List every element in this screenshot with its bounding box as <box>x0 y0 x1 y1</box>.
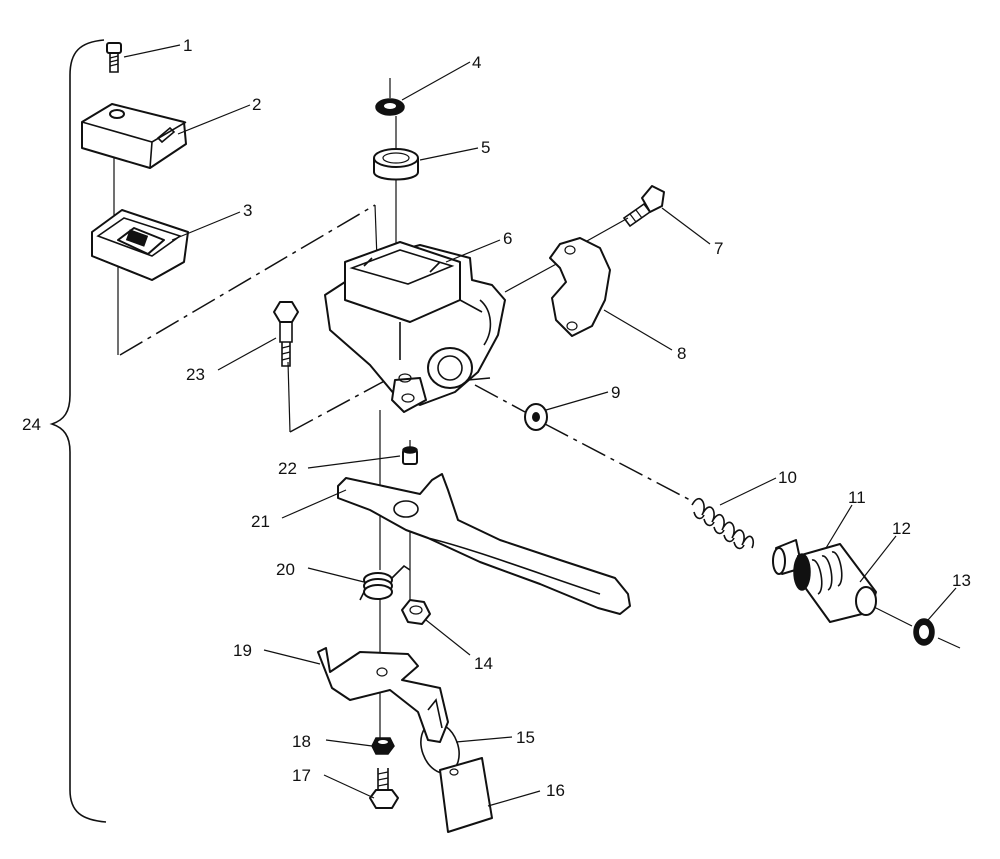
callout-12: 12 <box>892 519 911 538</box>
bolt-7 <box>622 185 665 228</box>
spring-10 <box>691 498 755 550</box>
brake-lever-21 <box>337 473 631 615</box>
bushing-22 <box>402 446 418 465</box>
nut-18 <box>371 737 395 755</box>
screw-1 <box>106 42 122 73</box>
assembly-brace <box>49 39 107 823</box>
washer-9 <box>524 403 548 431</box>
callout-15: 15 <box>516 728 535 747</box>
piston-11-12 <box>772 539 877 623</box>
callout-6: 6 <box>503 229 512 248</box>
callout-17: 17 <box>292 766 311 785</box>
callout-21: 21 <box>251 512 270 531</box>
bolt-17 <box>369 768 399 809</box>
callout-22: 22 <box>278 459 297 478</box>
seal-4 <box>375 98 405 116</box>
snap-ring-13 <box>913 618 935 646</box>
callout-3: 3 <box>243 201 252 220</box>
callout-16: 16 <box>546 781 565 800</box>
leader-lines <box>123 44 957 807</box>
master-cylinder-body-6 <box>324 241 506 413</box>
callout-2: 2 <box>252 95 261 114</box>
callout-8: 8 <box>677 344 686 363</box>
callout-14: 14 <box>474 654 493 673</box>
nut-14 <box>401 599 431 625</box>
tag-16 <box>439 757 493 833</box>
clamp-8 <box>549 237 611 337</box>
diaphragm-3 <box>91 209 189 281</box>
pivot-bolt-23 <box>273 301 299 367</box>
callout-13: 13 <box>952 571 971 590</box>
callout-labels: 1 2 3 4 5 6 7 8 9 10 11 12 13 14 15 16 1… <box>22 36 971 800</box>
reservoir-cover-2 <box>81 103 187 169</box>
callout-5: 5 <box>481 138 490 157</box>
callout-23: 23 <box>186 365 205 384</box>
callout-4: 4 <box>472 53 481 72</box>
callout-1: 1 <box>183 36 192 55</box>
callout-7: 7 <box>714 239 723 258</box>
callout-10: 10 <box>778 468 797 487</box>
callout-19: 19 <box>233 641 252 660</box>
bracket-19 <box>317 647 449 743</box>
callout-24: 24 <box>22 415 41 434</box>
callout-20: 20 <box>276 560 295 579</box>
bushing-5 <box>373 148 419 181</box>
callout-18: 18 <box>292 732 311 751</box>
spring-20 <box>359 564 411 601</box>
callout-9: 9 <box>611 383 620 402</box>
callout-11: 11 <box>848 488 866 507</box>
